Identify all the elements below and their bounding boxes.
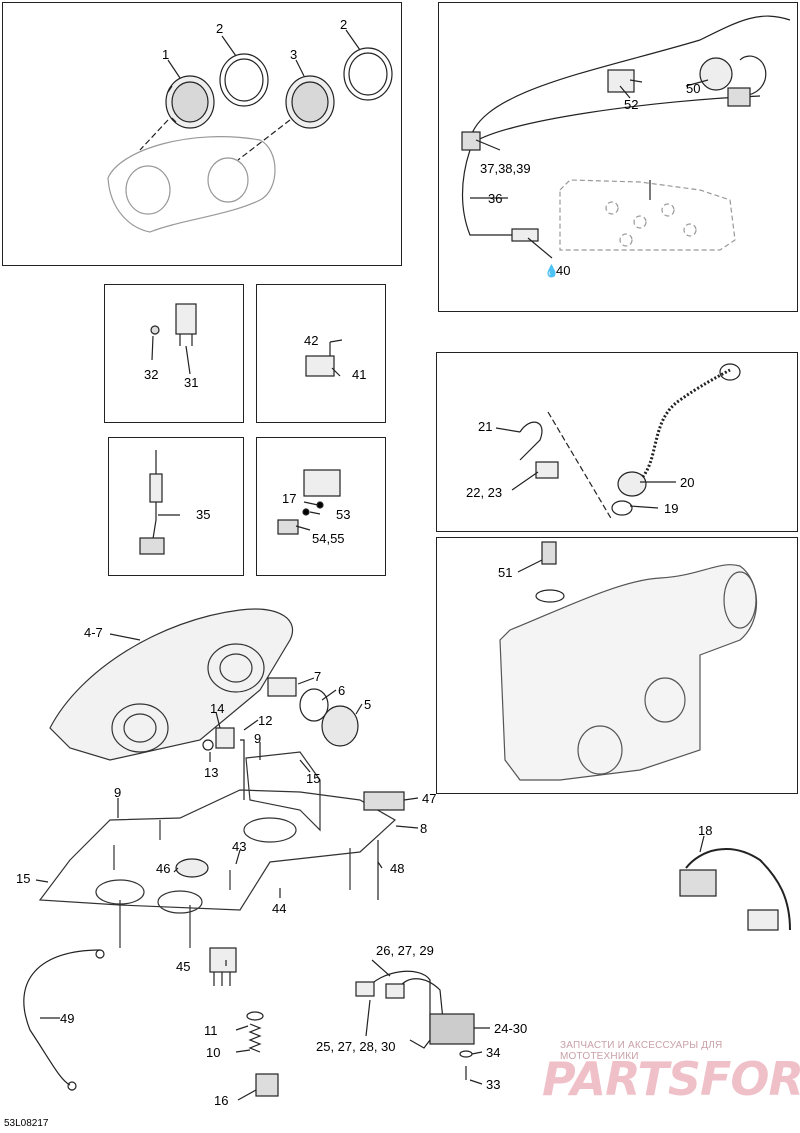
callout-2a: 2 — [216, 21, 224, 36]
callout-5: 5 — [364, 697, 372, 712]
callout-34: 34 — [486, 1045, 501, 1060]
callout-46: 46 — [156, 861, 171, 876]
callout-15b: 15 — [16, 871, 31, 886]
callout-35: 35 — [196, 507, 211, 522]
watermark-logo: PARTSFOR.RU — [542, 1052, 800, 1106]
callout-24-30: 24-30 — [494, 1021, 528, 1036]
gauge-1 — [165, 75, 215, 129]
relay-panel — [256, 284, 386, 423]
callout-45: 45 — [176, 959, 191, 974]
callout-14: 14 — [210, 701, 225, 716]
watermark-caption: ЗАПЧАСТИ И АКСЕССУАРЫ ДЛЯ МОТОТЕХНИКИ — [560, 1040, 723, 1062]
switch-panel — [256, 437, 386, 576]
callout-4-7: 4-7 — [84, 625, 103, 640]
callout-53: 53 — [336, 507, 351, 522]
callout-8: 8 — [420, 821, 428, 836]
mounting-plate — [38, 751, 397, 948]
bezel-2a — [219, 53, 269, 107]
gauges-panel — [2, 2, 402, 266]
callout-16: 16 — [214, 1093, 229, 1108]
cable-panel — [108, 437, 244, 576]
callout-9b: 9 — [114, 785, 122, 800]
callout-26-27-29: 26, 27, 29 — [376, 943, 434, 958]
tether-switch-panel — [436, 352, 798, 532]
callout-17: 17 — [282, 491, 297, 506]
callout-42: 42 — [304, 333, 319, 348]
callout-52: 52 — [624, 97, 639, 112]
callout-7: 7 — [314, 669, 322, 684]
gauge-housing — [107, 136, 276, 233]
callout-47: 47 — [422, 791, 437, 806]
callout-54-55: 54,55 — [312, 531, 345, 546]
callout-19: 19 — [664, 501, 679, 516]
callout-10: 10 — [206, 1045, 221, 1060]
callout-2b: 2 — [340, 17, 348, 32]
oil-drop-icon: 💧 — [544, 264, 559, 278]
callout-40: 40 — [556, 263, 571, 278]
callout-25-27-28-30: 25, 27, 28, 30 — [316, 1039, 396, 1054]
callout-11: 11 — [204, 1023, 218, 1038]
callout-6: 6 — [338, 683, 346, 698]
bracket-panel — [104, 284, 244, 423]
callout-12: 12 — [258, 713, 273, 728]
gauge-3 — [285, 75, 335, 129]
airbox-panel — [436, 537, 798, 794]
callout-41: 41 — [352, 367, 367, 382]
callout-13: 13 — [204, 765, 219, 780]
callout-18: 18 — [698, 823, 713, 838]
callout-48: 48 — [390, 861, 405, 876]
callout-15a: 15 — [306, 771, 321, 786]
callout-37-38-39: 37,38,39 — [480, 161, 531, 176]
callout-51: 51 — [498, 565, 513, 580]
callout-33: 33 — [486, 1077, 501, 1092]
headlight-housing — [49, 608, 294, 761]
callout-31: 31 — [184, 375, 199, 390]
callout-1: 1 — [162, 47, 170, 62]
callout-36: 36 — [488, 191, 503, 206]
callout-9a: 9 — [254, 731, 262, 746]
callout-22-23: 22, 23 — [466, 485, 503, 500]
callout-3: 3 — [290, 47, 298, 62]
callout-21: 21 — [478, 419, 493, 434]
callout-49: 49 — [60, 1011, 75, 1026]
callout-50: 50 — [686, 81, 701, 96]
bezel-2b — [343, 47, 393, 101]
airbox — [499, 564, 758, 781]
callout-44: 44 — [272, 901, 287, 916]
engine-block — [559, 179, 736, 251]
callout-20: 20 — [680, 475, 695, 490]
callout-43: 43 — [232, 839, 247, 854]
diagram-code: 53L08217 — [4, 1118, 49, 1129]
harness-sensor-panel — [438, 2, 798, 312]
callout-32: 32 — [144, 367, 159, 382]
